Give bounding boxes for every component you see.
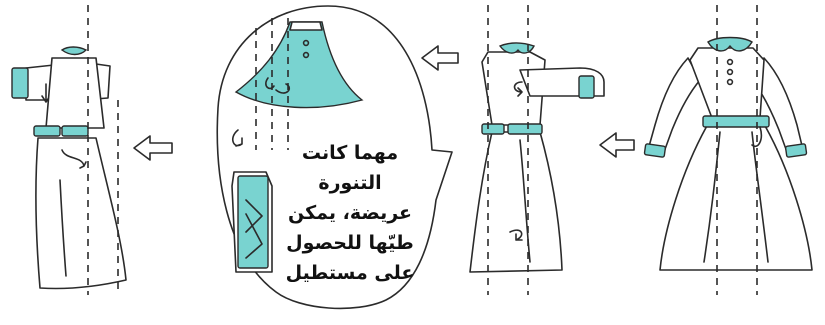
caption-line: مهما كانت bbox=[275, 138, 425, 168]
caption-line: طيّها للحصول bbox=[275, 228, 425, 258]
caption-line: التنورة bbox=[275, 168, 425, 198]
caption-line: عريضة، يمكن bbox=[275, 198, 425, 228]
caption-line: على مستطيل bbox=[275, 258, 425, 288]
callout-caption: مهما كانت التنورة عريضة، يمكن طيّها للحص… bbox=[275, 138, 425, 288]
